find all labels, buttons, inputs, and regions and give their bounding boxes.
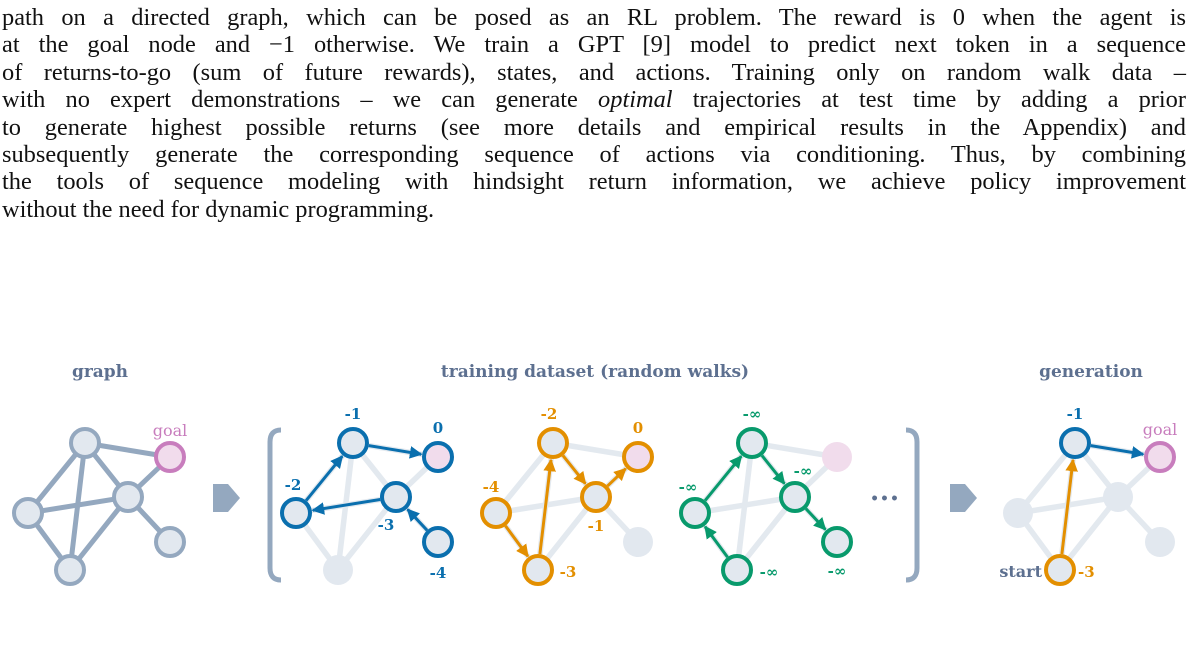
walk-arrow [561, 454, 587, 485]
return-label: 0 [633, 419, 643, 437]
graph-node [580, 481, 612, 513]
graph-node [623, 527, 653, 557]
goal-node [154, 441, 186, 473]
return-label: -∞ [760, 563, 779, 581]
graph-edge [25, 494, 131, 516]
return-label: -∞ [743, 405, 762, 423]
arrow-right-icon [950, 484, 977, 512]
return-label: -3 [1078, 563, 1095, 581]
walk-arrow [703, 455, 743, 502]
graph-node [1003, 498, 1033, 528]
graph-node [337, 427, 369, 459]
text-line: subsequently generate the corresponding … [2, 141, 1186, 169]
walk-arrow [406, 508, 429, 532]
text-line: at the goal node and −1 otherwise. We tr… [2, 31, 1186, 59]
graph-edge [692, 494, 798, 516]
graph-node [679, 497, 711, 529]
graph-node [480, 497, 512, 529]
text-line: path on a directed graph, which can be p… [2, 4, 1186, 31]
walk-arrow [538, 458, 556, 555]
graph-node [380, 481, 412, 513]
return-label: -4 [430, 564, 447, 582]
return-label: -2 [285, 476, 302, 494]
return-label: -3 [378, 516, 395, 534]
graph-node [12, 497, 44, 529]
return-label: 0 [433, 419, 443, 437]
return-label: -∞ [794, 462, 813, 480]
arrow-right-icon [213, 484, 240, 512]
figure-diagram: graph training dataset (random walks) ge… [12, 362, 1178, 586]
left-bracket [267, 427, 282, 583]
walk-arrow [504, 524, 530, 558]
start-label: start [999, 562, 1042, 581]
panel-generation: -1 goal start -3 [999, 405, 1178, 586]
graph-node [1044, 554, 1076, 586]
walk-arrow [1060, 458, 1078, 555]
body-paragraph: path on a directed graph, which can be p… [2, 4, 1186, 223]
graph-node [69, 427, 101, 459]
title-dataset: training dataset (random walks) [441, 362, 749, 382]
panel-graph: goal [12, 421, 188, 586]
graph-node [736, 427, 768, 459]
panel-walk-2: -2 0 -4 -1 -3 [480, 405, 654, 586]
text-line: of returns-to-go (sum of future rewards)… [2, 58, 1186, 86]
goal-node [1144, 441, 1176, 473]
ellipsis: ••• [870, 491, 900, 507]
graph-node [112, 481, 144, 513]
graph-node [1145, 527, 1175, 557]
return-label: -∞ [679, 478, 698, 496]
walk-arrow [368, 444, 423, 459]
title-graph: graph [72, 362, 128, 382]
goal-node [422, 441, 454, 473]
text-line: the tools of sequence modeling with hind… [2, 168, 1186, 196]
graph-node [54, 554, 86, 586]
graph-node [1103, 482, 1133, 512]
return-label: -2 [541, 405, 558, 423]
walk-arrow [804, 507, 827, 531]
goal-label: goal [153, 421, 188, 440]
walk-arrow [304, 455, 344, 502]
return-label: -4 [483, 478, 500, 496]
graph-node [422, 526, 454, 558]
walk-arrow [1090, 444, 1145, 459]
text-line: with no expert demonstrations – we can g… [2, 86, 1186, 114]
goal-label: goal [1143, 420, 1178, 439]
walk-arrow [311, 498, 381, 515]
panel-walk-1: -1 0 -2 -3 -4 [280, 405, 454, 585]
graph-node [154, 526, 186, 558]
right-bracket [905, 427, 920, 583]
walk-arrow [760, 454, 786, 485]
goal-node [822, 442, 852, 472]
return-label: -∞ [828, 562, 847, 580]
graph-node [522, 554, 554, 586]
return-label: -1 [1067, 405, 1084, 423]
walk-arrow [703, 525, 729, 559]
return-label: -1 [345, 405, 362, 423]
text-line: to generate highest possible returns (se… [2, 113, 1186, 141]
text-line: without the need for dynamic programming… [2, 195, 435, 223]
graph-node [821, 526, 853, 558]
return-label: -3 [560, 563, 577, 581]
goal-node [622, 441, 654, 473]
graph-node [1059, 427, 1091, 459]
walk-arrow [606, 467, 627, 488]
graph-node [779, 481, 811, 513]
return-label: -1 [588, 517, 605, 535]
graph-node [280, 497, 312, 529]
panel-walk-3: -∞ -∞ -∞ -∞ -∞ [679, 405, 853, 586]
graph-node [721, 554, 753, 586]
graph-node [323, 555, 353, 585]
emphasis: optimal [598, 86, 673, 114]
title-generation: generation [1039, 362, 1143, 382]
graph-node [537, 427, 569, 459]
